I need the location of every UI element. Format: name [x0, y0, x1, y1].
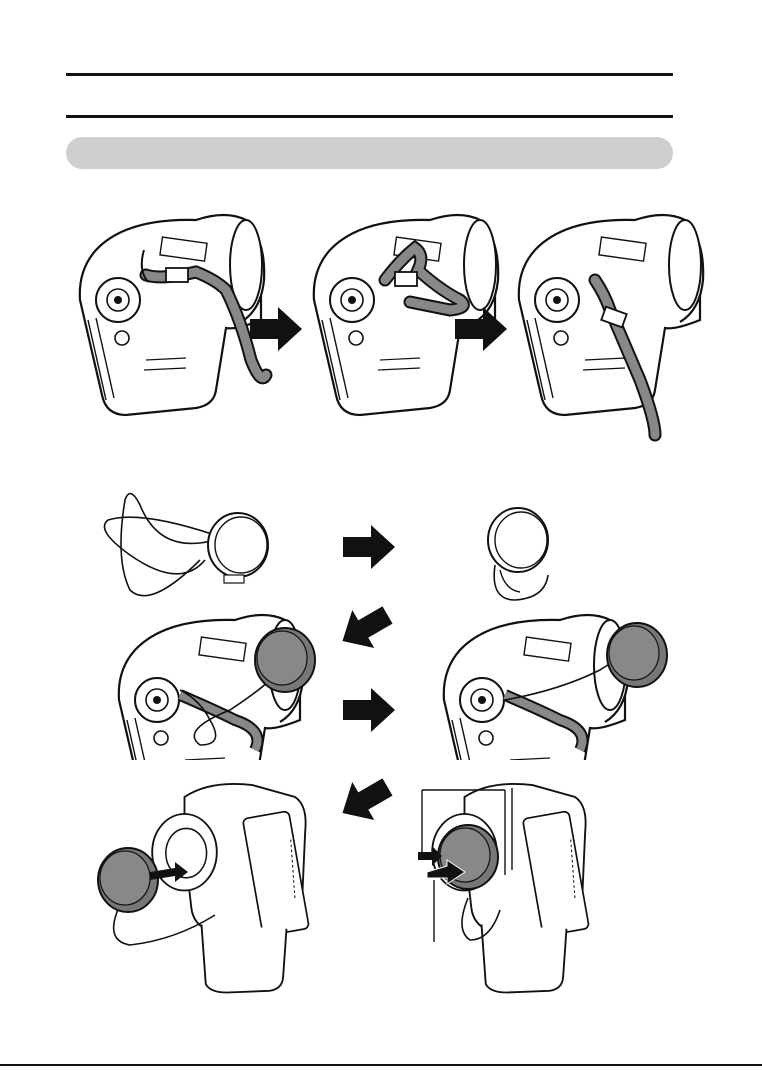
lens-cap-looped: [488, 508, 548, 600]
arrow-right-icon: [343, 525, 395, 569]
arrow-down-left-icon: [331, 768, 398, 832]
cap-remove-squeeze: [418, 784, 589, 993]
cap-on-lens: [98, 784, 309, 993]
camera-cap-attached: [444, 615, 667, 815]
arrow-right-icon: [343, 688, 395, 732]
strap-step-2: [314, 215, 498, 415]
strap-step-1: [80, 215, 266, 415]
footer-rule: [0, 1064, 762, 1066]
lens-cap-with-string: [104, 494, 268, 596]
strap-step-3: [519, 215, 703, 435]
arrow-down-left-icon: [331, 596, 398, 660]
